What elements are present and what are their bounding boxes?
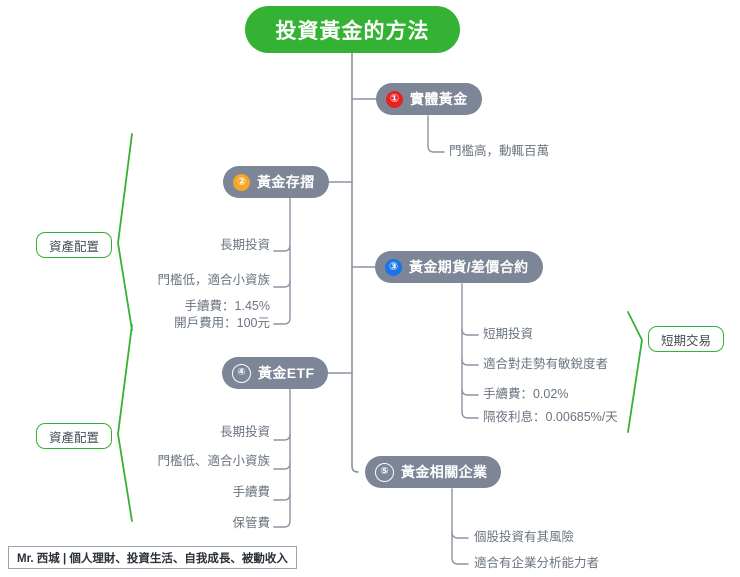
branch-number-1: ① [386, 90, 403, 108]
leaf-2-3: 手續費：1.45% [184, 299, 270, 313]
footer-credit: Mr. 西城 | 個人理財、投資生活、自我成長、被動收入 [8, 546, 297, 569]
branch-node-2[interactable]: ② 黃金存摺 [223, 166, 329, 198]
group-chip-short-term-trading[interactable]: 短期交易 [648, 326, 724, 352]
leaf-4-4: 保管費 [232, 516, 270, 530]
branch-label-1: 實體黃金 [410, 91, 468, 107]
group-chip-label-2: 短期交易 [660, 333, 711, 348]
branch-node-5[interactable]: ⑤ 黃金相關企業 [365, 456, 502, 488]
leaf-4-2: 門檻低、適合小資族 [157, 454, 270, 468]
branch-number-2: ② [233, 173, 250, 191]
group-chip-asset-allocation-top[interactable]: 資產配置 [36, 232, 112, 258]
leaf-3-4: 隔夜利息：0.00685%/天 [483, 410, 618, 424]
branch-node-1[interactable]: ① 實體黃金 [376, 83, 482, 115]
leaf-4-1: 長期投資 [219, 425, 270, 439]
leaf-2-4: 開戶費用：100元 [174, 316, 270, 330]
group-bracket-right [627, 311, 643, 433]
leaf-3-1: 短期投資 [483, 327, 534, 341]
branch-label-5: 黃金相關企業 [401, 464, 488, 480]
branch-number-3: ③ [385, 258, 402, 276]
root-node-label: 投資黃金的方法 [275, 19, 430, 43]
leaf-3-3: 手續費：0.02% [483, 387, 569, 401]
leaf-2-1: 長期投資 [219, 238, 270, 252]
footer-credit-label: Mr. 西城 | 個人理財、投資生活、自我成長、被動收入 [17, 552, 288, 565]
leaf-3-2: 適合對走勢有敏銳度者 [483, 357, 609, 371]
branch-label-2: 黃金存摺 [257, 174, 315, 190]
branch-node-4[interactable]: ④ 黃金ETF [222, 357, 329, 389]
branch-label-4: 黃金ETF [258, 365, 315, 381]
leaf-5-2: 適合有企業分析能力者 [474, 556, 600, 570]
branch-label-3: 黃金期貨/差價合約 [409, 259, 529, 275]
group-chip-label-3: 資產配置 [48, 430, 99, 445]
group-chip-label-1: 資產配置 [48, 239, 99, 254]
branch-node-3[interactable]: ③ 黃金期貨/差價合約 [375, 251, 543, 283]
group-chip-asset-allocation-bottom[interactable]: 資產配置 [36, 423, 112, 449]
leaf-2-2: 門檻低，適合小資族 [157, 273, 270, 287]
leaf-1-1: 門檻高，動輒百萬 [449, 144, 550, 158]
branch-number-5: ⑤ [375, 462, 394, 482]
leaf-4-3: 手續費 [232, 485, 270, 499]
root-node[interactable]: 投資黃金的方法 [245, 6, 460, 53]
leaf-5-1: 個股投資有其風險 [474, 530, 575, 544]
branch-number-4: ④ [232, 363, 251, 383]
